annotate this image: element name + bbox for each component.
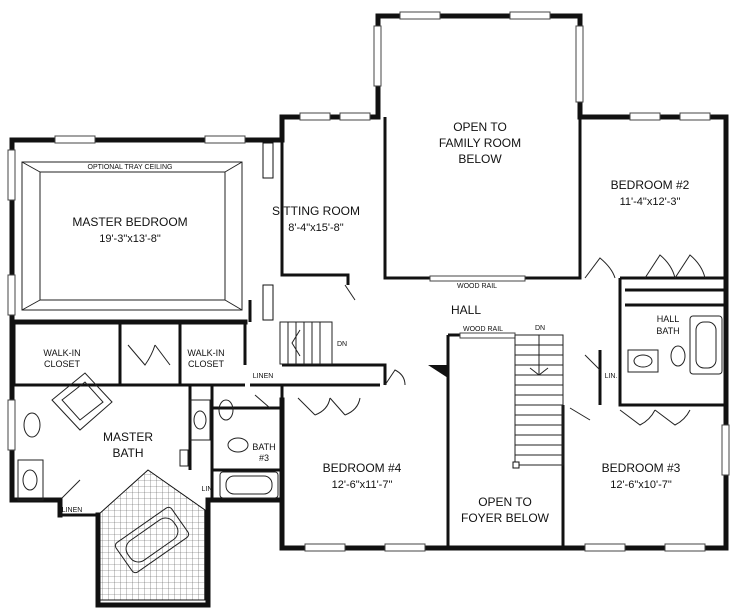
- hall-bath-fixtures: [627, 315, 723, 375]
- master-bath-fixtures: [17, 372, 211, 574]
- family-open-line3: BELOW: [458, 152, 502, 166]
- walk-in-left-line2: CLOSET: [44, 359, 81, 369]
- foyer-open-line1: OPEN TO: [478, 495, 532, 509]
- bedroom2-name: BEDROOM #2: [611, 178, 690, 192]
- wood-rail-top-label: WOOD RAIL: [457, 283, 497, 290]
- master-bath-line1: MASTER: [103, 430, 153, 444]
- bedroom4-name: BEDROOM #4: [323, 461, 402, 475]
- main-stair: [512, 334, 564, 469]
- tray-ceiling: [21, 161, 243, 311]
- foyer-open-line2: FOYER BELOW: [461, 511, 550, 525]
- family-open-line2: FAMILY ROOM: [439, 136, 521, 150]
- wood-rail-stair-label: WOOD RAIL: [463, 326, 503, 333]
- bedroom2-dims: 11'-4"x12'-3": [620, 196, 681, 208]
- tray-ceiling-label: OPTIONAL TRAY CEILING: [88, 164, 173, 171]
- bath3-fixtures: [218, 399, 279, 499]
- hall-bath-line1: HALL: [657, 314, 680, 324]
- lin-bath-label: LIN: [202, 486, 213, 493]
- hall-bath-line2: BATH: [656, 326, 679, 336]
- dn-left-label: DN: [337, 341, 347, 348]
- walk-in-left-line1: WALK-IN: [43, 348, 80, 358]
- linen-top-label: LINEN: [253, 373, 274, 380]
- lin-hall-label: LIN.: [605, 373, 618, 380]
- windows: [7, 11, 730, 552]
- master-bath-line2: BATH: [112, 446, 143, 460]
- walk-in-right-line2: CLOSET: [188, 359, 225, 369]
- sitting-room-dims: 8'-4"x15'-8": [288, 222, 344, 234]
- master-bedroom-name: MASTER BEDROOM: [72, 215, 187, 229]
- master-bedroom-dims: 19'-3"x13'-8": [99, 233, 161, 245]
- bath3-line1: BATH: [252, 442, 275, 452]
- family-open-line1: OPEN TO: [453, 120, 507, 134]
- fireplace-top: [262, 142, 274, 179]
- linen-bottom-label: LINEN: [62, 507, 83, 514]
- fireplace-bottom: [262, 284, 274, 321]
- dn-stair-label: DN: [535, 325, 545, 332]
- sitting-room-name: SITTING ROOM: [272, 204, 360, 218]
- doors: [61, 254, 706, 499]
- walk-in-right-line1: WALK-IN: [187, 348, 224, 358]
- bath3-line2: #3: [259, 453, 269, 463]
- hall-label: HALL: [451, 303, 481, 317]
- bedroom3-dims: 12'-6"x10'-7": [610, 479, 672, 491]
- bedroom3-name: BEDROOM #3: [602, 461, 681, 475]
- left-stair: [279, 321, 333, 365]
- bedroom4-dims: 12'-6"x11'-7": [332, 479, 393, 491]
